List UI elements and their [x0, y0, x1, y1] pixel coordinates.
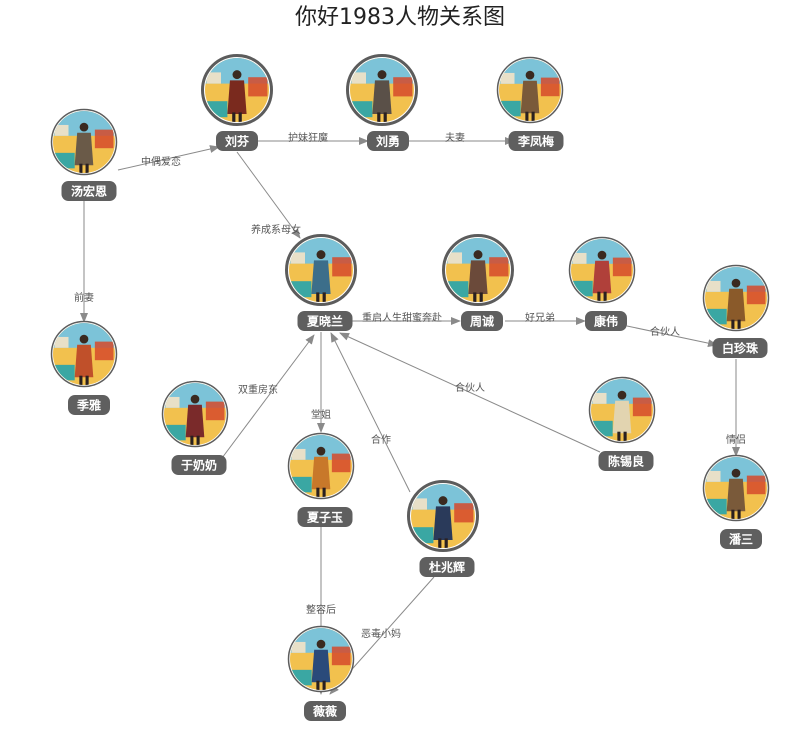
edge-label: 夫妻 [445, 131, 465, 144]
node-name: 杜兆辉 [429, 560, 465, 575]
edge-xiaxiaolan-xiaziyu: 堂姐 [311, 332, 331, 433]
node-liufen[interactable]: 刘芬 [201, 54, 273, 152]
portrait-image [499, 59, 561, 121]
portrait-image [446, 238, 510, 302]
portrait-image [53, 323, 115, 385]
node-weiwei[interactable]: 薇薇 [287, 625, 355, 722]
edge-line [626, 325, 718, 348]
portrait-image [705, 267, 767, 329]
portrait-image [411, 484, 475, 548]
portrait-image [53, 111, 115, 173]
diagram-title: 你好1983人物关系图 [295, 5, 505, 30]
node-name: 李凤梅 [517, 134, 554, 149]
node-jiya[interactable]: 季雅 [50, 320, 118, 416]
edge-line [330, 332, 411, 493]
edge-xiaxiaolan-zhoucheng: 重启人生甜蜜奔赴 [346, 311, 461, 325]
node-name: 季雅 [76, 398, 101, 413]
portrait-image [164, 383, 226, 445]
portrait-image [205, 58, 269, 122]
edge-kangwei-baizhenzhu: 合伙人 [626, 325, 718, 348]
edge-label: 重启人生甜蜜奔赴 [362, 311, 442, 324]
node-chenxiliang[interactable]: 陈锡良 [588, 376, 656, 472]
name-pill [304, 701, 346, 721]
name-pill [508, 131, 564, 151]
edge-label: 护妹狂魔 [288, 131, 328, 144]
node-name: 潘三 [729, 532, 753, 547]
edge-tanghongen-jiya: 前妻 [74, 201, 94, 323]
name-pill [297, 311, 353, 331]
edge-liufen-liuyong: 护妹狂魔 [257, 131, 369, 145]
edge-label: 合作 [371, 433, 391, 446]
edge-label: 情侣 [726, 433, 746, 446]
edge-duzhaohui-xiaxiaolan: 合作 [330, 332, 411, 493]
node-liuyong[interactable]: 刘勇 [346, 54, 418, 152]
name-pill [461, 311, 503, 331]
portrait-image [705, 457, 767, 519]
node-tanghongen[interactable]: 汤宏恩 [50, 108, 118, 202]
edge-label: 中偶爱恋 [141, 155, 181, 168]
portrait-image [571, 239, 633, 301]
portrait-image [290, 435, 352, 497]
node-lifengmei[interactable]: 李凤梅 [496, 56, 564, 152]
node-name: 白珍珠 [722, 341, 759, 356]
edge-label: 恶毒小妈 [361, 627, 401, 640]
name-pill [720, 529, 762, 549]
node-name: 康伟 [594, 314, 618, 329]
node-zhoucheng[interactable]: 周诚 [442, 234, 514, 332]
node-yunainai[interactable]: 于奶奶 [161, 380, 229, 476]
edge-label: 合伙人 [455, 381, 485, 394]
edges-layer: 中偶爱恋护妹狂魔夫妻前妻养成系母女重启人生甜蜜奔赴好兄弟合伙人合伙人双重房东堂姐… [74, 131, 746, 695]
edge-line [221, 334, 315, 459]
node-baizhenzhu[interactable]: 白珍珠 [702, 264, 770, 359]
edge-label: 堂姐 [311, 408, 331, 421]
name-pill [297, 507, 353, 527]
edge-label: 双重房东 [238, 383, 278, 396]
name-pill [61, 181, 117, 201]
node-name: 夏晓兰 [307, 314, 343, 329]
node-name: 于奶奶 [181, 458, 217, 473]
node-name: 陈锡良 [608, 454, 644, 469]
portrait-image [290, 628, 352, 690]
edge-line [117, 145, 220, 171]
edge-chenxiliang-xiaxiaolan: 合伙人 [339, 332, 601, 453]
edge-line [236, 151, 301, 239]
node-name: 汤宏恩 [71, 184, 107, 199]
edge-zhoucheng-kangwei: 好兄弟 [505, 312, 586, 325]
node-name: 刘芬 [225, 134, 250, 149]
edge-label: 合伙人 [650, 325, 680, 338]
name-pill [712, 338, 768, 358]
edge-label: 养成系母女 [251, 223, 301, 236]
edge-liufen-xiaxiaolan: 养成系母女 [236, 151, 301, 239]
name-pill [171, 455, 227, 475]
edge-label: 整容后 [306, 603, 336, 616]
node-xiaziyu[interactable]: 夏子玉 [287, 432, 355, 528]
name-pill [598, 451, 654, 471]
edge-yunainai-xiaxiaolan: 双重房东 [221, 334, 315, 459]
name-pill [367, 131, 409, 151]
node-pansan[interactable]: 潘三 [702, 454, 770, 550]
edge-label: 前妻 [74, 291, 94, 304]
node-kangwei[interactable]: 康伟 [568, 236, 636, 332]
name-pill [419, 557, 475, 577]
edge-tanghongen-liufen: 中偶爱恋 [117, 145, 220, 171]
node-name: 薇薇 [313, 704, 337, 719]
node-duzhaohui[interactable]: 杜兆辉 [407, 480, 479, 578]
edge-baizhenzhu-pansan: 情侣 [726, 359, 746, 457]
edge-liuyong-lifengmei: 夫妻 [408, 131, 515, 145]
portrait-image [591, 379, 653, 441]
edge-label: 好兄弟 [525, 312, 555, 324]
name-pill [216, 131, 258, 151]
portrait-image [350, 58, 414, 122]
portrait-image [289, 238, 353, 302]
node-xiaxiaolan[interactable]: 夏晓兰 [285, 234, 357, 332]
node-name: 夏子玉 [307, 511, 343, 525]
edge-line [339, 332, 601, 453]
node-name: 刘勇 [376, 134, 400, 149]
node-name: 周诚 [470, 314, 494, 329]
name-pill [68, 395, 110, 415]
name-pill [585, 311, 627, 331]
